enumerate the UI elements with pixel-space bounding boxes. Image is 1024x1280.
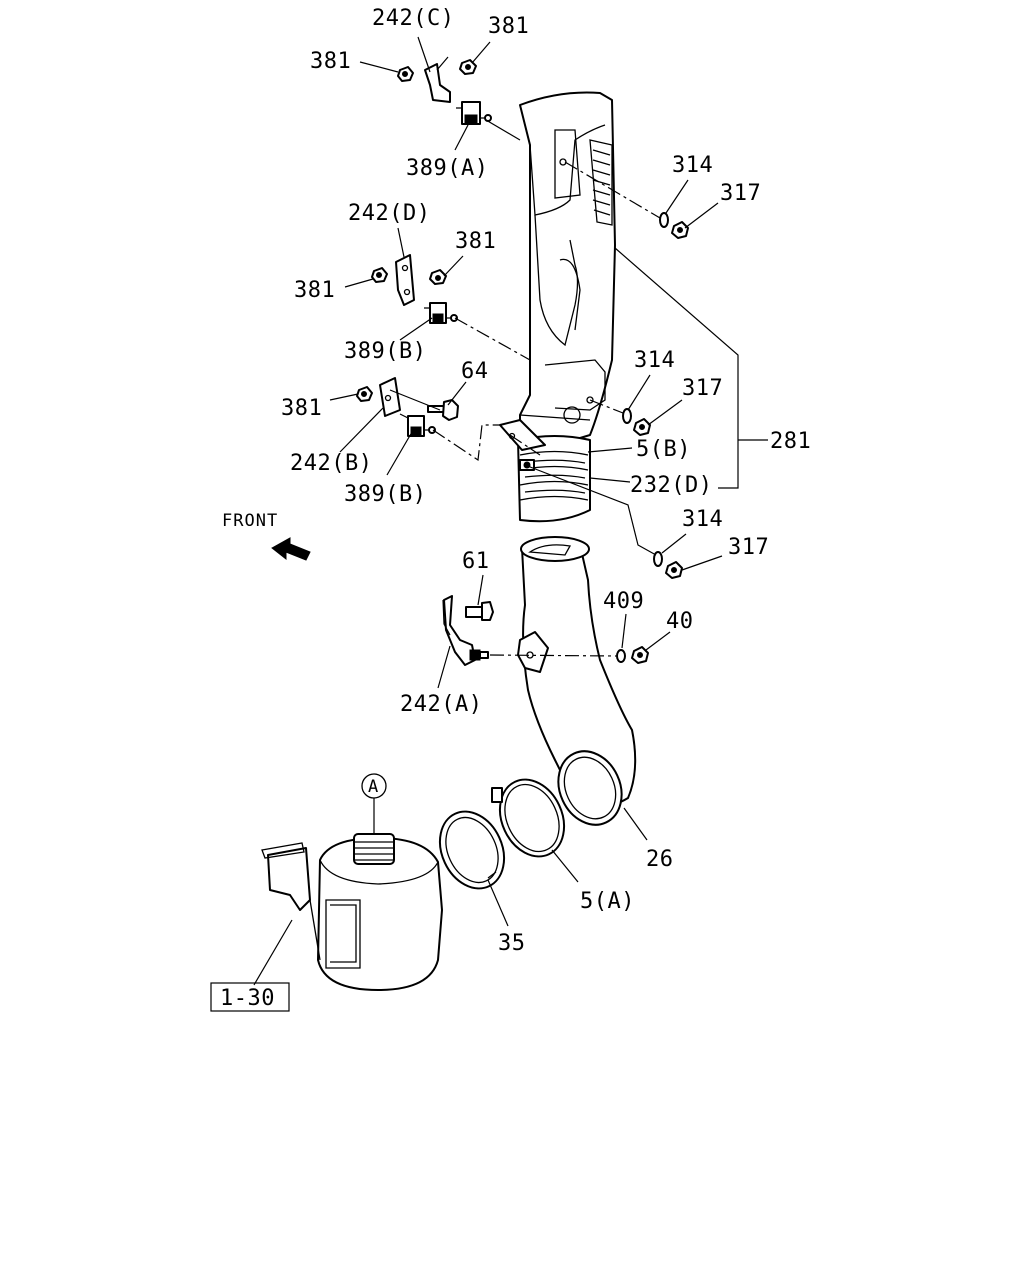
label-389b-upper: 389(B) (344, 339, 426, 364)
ref-box-label: 1-30 (220, 986, 275, 1011)
mount-389a (456, 101, 492, 125)
nut-381-lower (356, 386, 373, 402)
label-409: 409 (603, 589, 644, 614)
label-317-low: 317 (728, 535, 769, 560)
label-314-mid: 314 (634, 348, 675, 373)
nut-381-mid-left (371, 267, 388, 283)
washer-314-mid (622, 408, 632, 424)
mount-389b-upper (424, 302, 458, 324)
label-64: 64 (461, 359, 489, 384)
washer-314-low (653, 551, 663, 567)
bolt-64 (427, 399, 459, 421)
bolt-near-242a (469, 649, 489, 661)
label-314-low: 314 (682, 507, 723, 532)
label-317-top: 317 (720, 181, 761, 206)
nut-381-mid-right (429, 269, 447, 285)
label-40: 40 (666, 609, 694, 634)
label-317-mid: 317 (682, 376, 723, 401)
label-242b: 242(B) (290, 451, 372, 476)
label-314-top: 314 (672, 153, 713, 178)
label-389b-lower: 389(B) (344, 482, 426, 507)
label-61: 61 (462, 549, 490, 574)
bolt-61 (465, 601, 494, 621)
clamp-35 (438, 810, 506, 890)
nut-317-mid (633, 418, 651, 436)
label-381-mid-right: 381 (455, 229, 496, 254)
nut-381-top-left (397, 66, 414, 82)
lower-hose-26 (520, 536, 637, 826)
label-381-mid-left: 381 (294, 278, 335, 303)
label-26: 26 (646, 847, 674, 872)
bracket-242d (395, 254, 415, 306)
ref-box-frame (210, 982, 290, 1012)
label-381-top-left: 381 (310, 49, 351, 74)
duct-lower-bracket (499, 419, 546, 451)
bracket-242c (424, 63, 451, 103)
air-cleaner (261, 833, 443, 991)
label-front: FRONT (222, 511, 278, 531)
nut-381-top-right (459, 59, 477, 75)
label-232d: 232(D) (630, 473, 712, 498)
label-389a: 389(A) (406, 156, 488, 181)
label-5b: 5(B) (636, 437, 691, 462)
nut-317-top (671, 221, 689, 239)
bracket-242b (379, 377, 401, 417)
front-arrow-icon (271, 537, 311, 561)
label-242a: 242(A) (400, 692, 482, 717)
label-381-top-right: 381 (488, 14, 529, 39)
callout-a-circle (361, 773, 387, 799)
clamp-5a (491, 778, 566, 858)
washer-409 (616, 649, 626, 663)
label-callout-a: A (368, 777, 379, 797)
label-5a: 5(A) (580, 889, 635, 914)
leader-lines (253, 36, 768, 986)
label-242d: 242(D) (348, 201, 430, 226)
nut-317-low (665, 561, 683, 579)
label-381-lower: 381 (281, 396, 322, 421)
washer-314-top (659, 212, 669, 228)
label-35: 35 (498, 931, 526, 956)
mount-389b-lower (399, 413, 436, 437)
label-242c: 242(C) (372, 6, 454, 31)
nut-40 (631, 646, 649, 664)
intake-duct (517, 91, 616, 523)
label-281: 281 (770, 429, 811, 454)
